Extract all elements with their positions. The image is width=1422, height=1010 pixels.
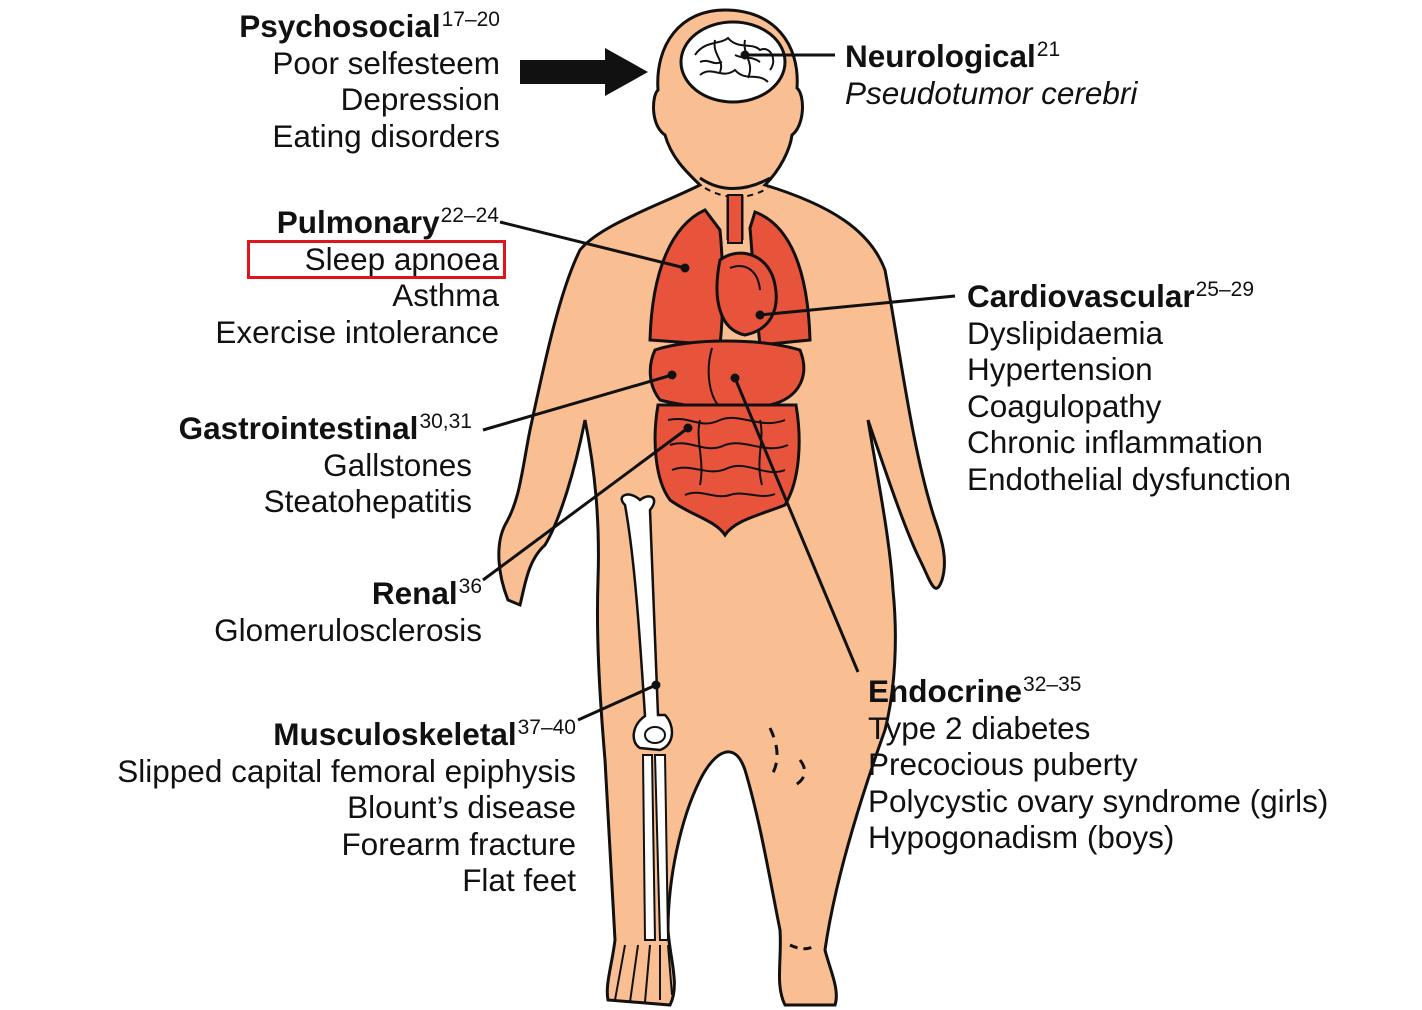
list-item: Coagulopathy [967,388,1291,425]
list-item: Hypertension [967,351,1291,388]
renal-heading: Renal36 [214,575,482,612]
pulmonary-heading: Pulmonary22–24 [215,204,499,241]
list-item: Polycystic ovary syndrome (girls) [868,783,1328,820]
endocrine-refs: 32–35 [1023,673,1081,696]
list-item: Depression [239,81,500,118]
list-item: Asthma [215,277,499,314]
list-item: Gallstones [179,447,472,484]
list-item: Eating disorders [239,118,500,155]
musculoskeletal-refs: 37–40 [518,716,576,739]
list-item: Hypogonadism (boys) [868,819,1328,856]
endocrine-heading: Endocrine32–35 [868,673,1328,710]
neurological-heading: Neurological21 [845,38,1137,75]
list-item: Flat feet [117,862,576,899]
neurological-group: Neurological21 Pseudotumor cerebri [845,38,1137,111]
list-item: Pseudotumor cerebri [845,75,1137,112]
heart-icon [717,253,776,335]
renal-refs: 36 [459,575,482,598]
list-item: Exercise intolerance [215,314,499,351]
psychosocial-group: Psychosocial17–20 Poor selfesteem Depres… [239,8,500,154]
list-item: Poor selfesteem [239,45,500,82]
list-item: Precocious puberty [868,746,1328,783]
gastrointestinal-heading: Gastrointestinal30,31 [179,410,472,447]
list-item: Type 2 diabetes [868,710,1328,747]
arrow-icon [520,48,648,96]
neurological-refs: 21 [1037,38,1060,61]
list-item: Dyslipidaemia [967,315,1291,352]
psychosocial-refs: 17–20 [442,8,500,31]
cardiovascular-group: Cardiovascular25–29 Dyslipidaemia Hypert… [967,278,1291,497]
gastrointestinal-group: Gastrointestinal30,31 Gallstones Steatoh… [179,410,472,520]
list-item: Glomerulosclerosis [214,612,482,649]
list-item: Endothelial dysfunction [967,461,1291,498]
highlight-box [247,240,506,279]
list-item: Chronic inflammation [967,424,1291,461]
brain-icon [681,22,785,102]
list-item: Steatohepatitis [179,483,472,520]
renal-group: Renal36 Glomerulosclerosis [214,575,482,648]
endocrine-group: Endocrine32–35 Type 2 diabetes Precociou… [868,673,1328,856]
musculoskeletal-heading: Musculoskeletal37–40 [117,716,576,753]
cardiovascular-refs: 25–29 [1196,278,1254,301]
list-item: Blount’s disease [117,789,576,826]
pulmonary-refs: 22–24 [441,204,499,227]
list-item: Slipped capital femoral epiphysis [117,753,576,790]
musculoskeletal-group: Musculoskeletal37–40 Slipped capital fem… [117,716,576,899]
gastrointestinal-refs: 30,31 [419,410,472,433]
cardiovascular-heading: Cardiovascular25–29 [967,278,1291,315]
psychosocial-heading: Psychosocial17–20 [239,8,500,45]
list-item: Forearm fracture [117,826,576,863]
